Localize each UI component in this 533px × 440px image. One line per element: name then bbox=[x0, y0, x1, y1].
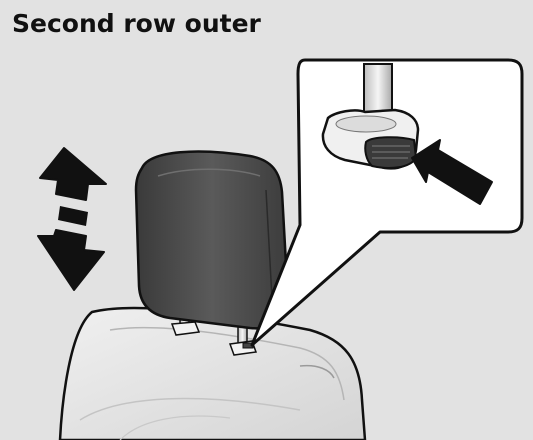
collar-release-button-detail bbox=[321, 63, 420, 170]
headrest bbox=[134, 150, 290, 330]
seat-back bbox=[58, 306, 367, 440]
up-down-arrow-icon bbox=[37, 147, 107, 291]
page-title: Second row outer bbox=[12, 9, 261, 38]
detail-callout bbox=[250, 58, 524, 347]
arrow-pointing-left-icon bbox=[411, 139, 493, 205]
